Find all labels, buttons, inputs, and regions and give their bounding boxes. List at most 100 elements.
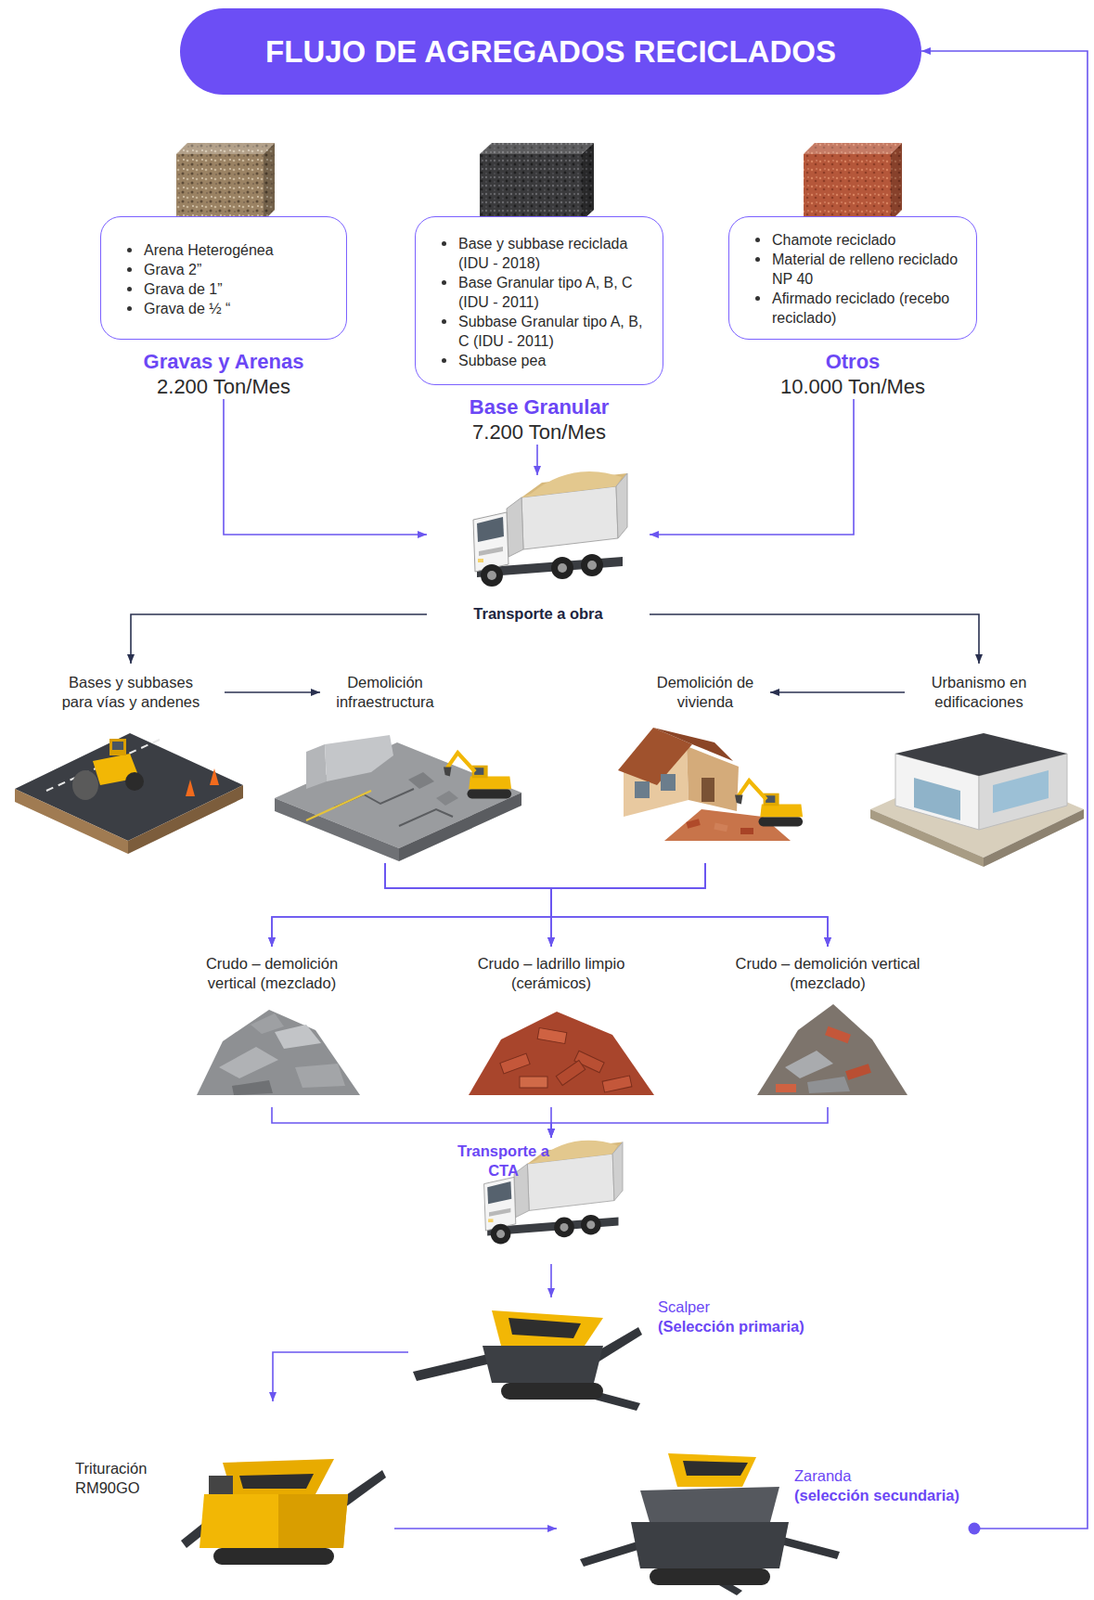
mixed-rubble-pile	[845, 1063, 872, 1081]
label-block: Urbanismo en edificaciones	[904, 672, 1054, 712]
demolition-step: Demolición infraestructura	[320, 663, 451, 863]
flow-connector	[272, 1351, 409, 1402]
bullet-dot	[441, 319, 447, 324]
label-block: Demolición infraestructura	[320, 672, 451, 712]
building-urbanism	[913, 777, 961, 821]
road-scene	[46, 739, 160, 791]
bullet-dot	[755, 296, 760, 301]
raw-material: Crudo – ladrillo limpio (cerámicos)	[458, 946, 644, 1107]
list-row: Material de relleno reciclado NP 40	[772, 249, 966, 289]
tonnage-value: 2.200 Ton/Mes	[100, 373, 348, 399]
screen-machine	[668, 1453, 757, 1487]
flow-connector	[130, 614, 427, 664]
chamote-cube	[890, 142, 902, 221]
list-row: Base y subbase reciclada (IDU - 2018)	[458, 233, 652, 273]
title-text: FLUJO DE AGREGADOS RECICLADOS	[265, 33, 837, 71]
list-row: Subbase Granular tipo A, B, C (IDU - 201…	[458, 311, 652, 351]
excavator	[734, 780, 803, 826]
list-item-text: Chamote reciclado	[772, 231, 896, 248]
base-cube	[581, 142, 594, 221]
infrastructure-demolition	[306, 790, 372, 821]
flow-connector	[551, 1106, 828, 1138]
mixed-rubble-pile	[785, 1050, 834, 1079]
excavator	[443, 752, 512, 798]
machine-step: Scalper(Selección primaria)	[408, 1297, 836, 1416]
bullet-dot	[441, 280, 447, 285]
list-row: Subbase pea	[458, 350, 652, 371]
step-label: Crudo – demolición vertical (mezclado)	[722, 953, 933, 993]
building-urbanism	[895, 733, 1068, 776]
road-scene	[72, 770, 99, 800]
bullet-dot	[127, 267, 132, 272]
step-label: Crudo – ladrillo limpio (cerámicos)	[463, 953, 640, 993]
label-block: Trituración RM90GO	[75, 1458, 168, 1498]
flow-connector	[271, 1106, 552, 1138]
brick-rubble-pile	[468, 1011, 655, 1095]
concrete-rubble-pile	[274, 1024, 322, 1049]
bullet-dot	[127, 306, 132, 311]
bullet-dot	[441, 241, 447, 246]
house-demolition	[686, 746, 739, 811]
flow-connector	[551, 862, 828, 947]
house-demolition	[701, 777, 715, 802]
step-label: Transporte a obra	[436, 604, 641, 624]
step-label: Demolición de vivienda	[640, 672, 771, 712]
crusher-machine	[213, 1547, 335, 1565]
label-block: Transporte a obra	[436, 604, 641, 624]
category-heading: Base Granular	[414, 394, 664, 420]
gravel-cube	[263, 142, 275, 221]
bullet-dot	[127, 286, 132, 292]
list-row: Arena Heterogénea	[143, 240, 335, 260]
bullet-dot	[441, 358, 447, 363]
flow-connector	[394, 1527, 557, 1530]
list-panel: Arena HeterogéneaGrava 2”Grava de 1”Grav…	[100, 216, 348, 340]
list-row: Base Granular tipo A, B, C (IDU - 2011)	[458, 272, 652, 312]
use-step: Urbanismo en edificaciones	[904, 663, 1054, 850]
label-block: Crudo – demolición vertical (mezclado)	[189, 953, 355, 993]
road-scene	[14, 733, 244, 854]
step-label: Trituración RM90GO	[75, 1458, 168, 1498]
list-row: Afirmado reciclado (recebo reciclado)	[772, 288, 966, 328]
infrastructure-demolition	[274, 742, 522, 849]
chamote-cube	[890, 142, 902, 221]
house-demolition	[740, 827, 754, 835]
list-item-text: Base Granular tipo A, B, C (IDU - 2011)	[458, 274, 633, 310]
infrastructure-demolition	[398, 809, 453, 826]
step-label: Bases y subbases para vías y andenes	[56, 672, 206, 712]
raw-material: Crudo – demolición vertical (mezclado)	[179, 946, 365, 1107]
flow-connector	[223, 398, 427, 535]
step-label: Demolición infraestructura	[320, 672, 451, 712]
step-label: Crudo – demolición vertical (mezclado)	[189, 953, 355, 993]
list-row: Grava de ½ “	[143, 298, 335, 319]
road-scene	[209, 768, 219, 786]
list-item-text: Material de relleno reciclado NP 40	[772, 251, 958, 287]
mixed-rubble-pile	[757, 1003, 908, 1095]
crusher-machine	[222, 1458, 335, 1494]
product-group: Chamote recicladoMaterial de relleno rec…	[728, 216, 978, 399]
machine-step: Zaranda(selección secundaria)	[556, 1438, 975, 1596]
screen-machine	[649, 1568, 771, 1585]
crusher-machine	[278, 1493, 348, 1548]
label-block: Crudo – ladrillo limpio (cerámicos)	[463, 953, 640, 993]
list-item-text: Grava 2”	[143, 261, 202, 278]
concrete-rubble-pile	[250, 1013, 284, 1034]
gravel-cube	[176, 142, 275, 155]
infrastructure-demolition	[306, 744, 327, 789]
label-block: Transporte a CTA	[457, 1141, 551, 1181]
crusher-machine	[180, 1458, 387, 1565]
concrete-rubble-pile	[196, 1009, 361, 1095]
crusher-machine	[199, 1493, 348, 1548]
flow-connector	[536, 444, 539, 476]
brick-rubble-pile	[555, 1059, 585, 1085]
screen-machine	[579, 1540, 644, 1567]
scalper-machine	[508, 1317, 581, 1339]
base-cube	[479, 154, 582, 221]
infrastructure-demolition	[274, 797, 399, 862]
bullet-dot	[755, 257, 760, 262]
machine-step: Trituración RM90GO	[69, 1401, 395, 1578]
list-item-text: Subbase Granular tipo A, B, C (IDU - 201…	[458, 313, 643, 349]
flow-connector	[385, 862, 552, 947]
flow-connector	[551, 862, 706, 947]
